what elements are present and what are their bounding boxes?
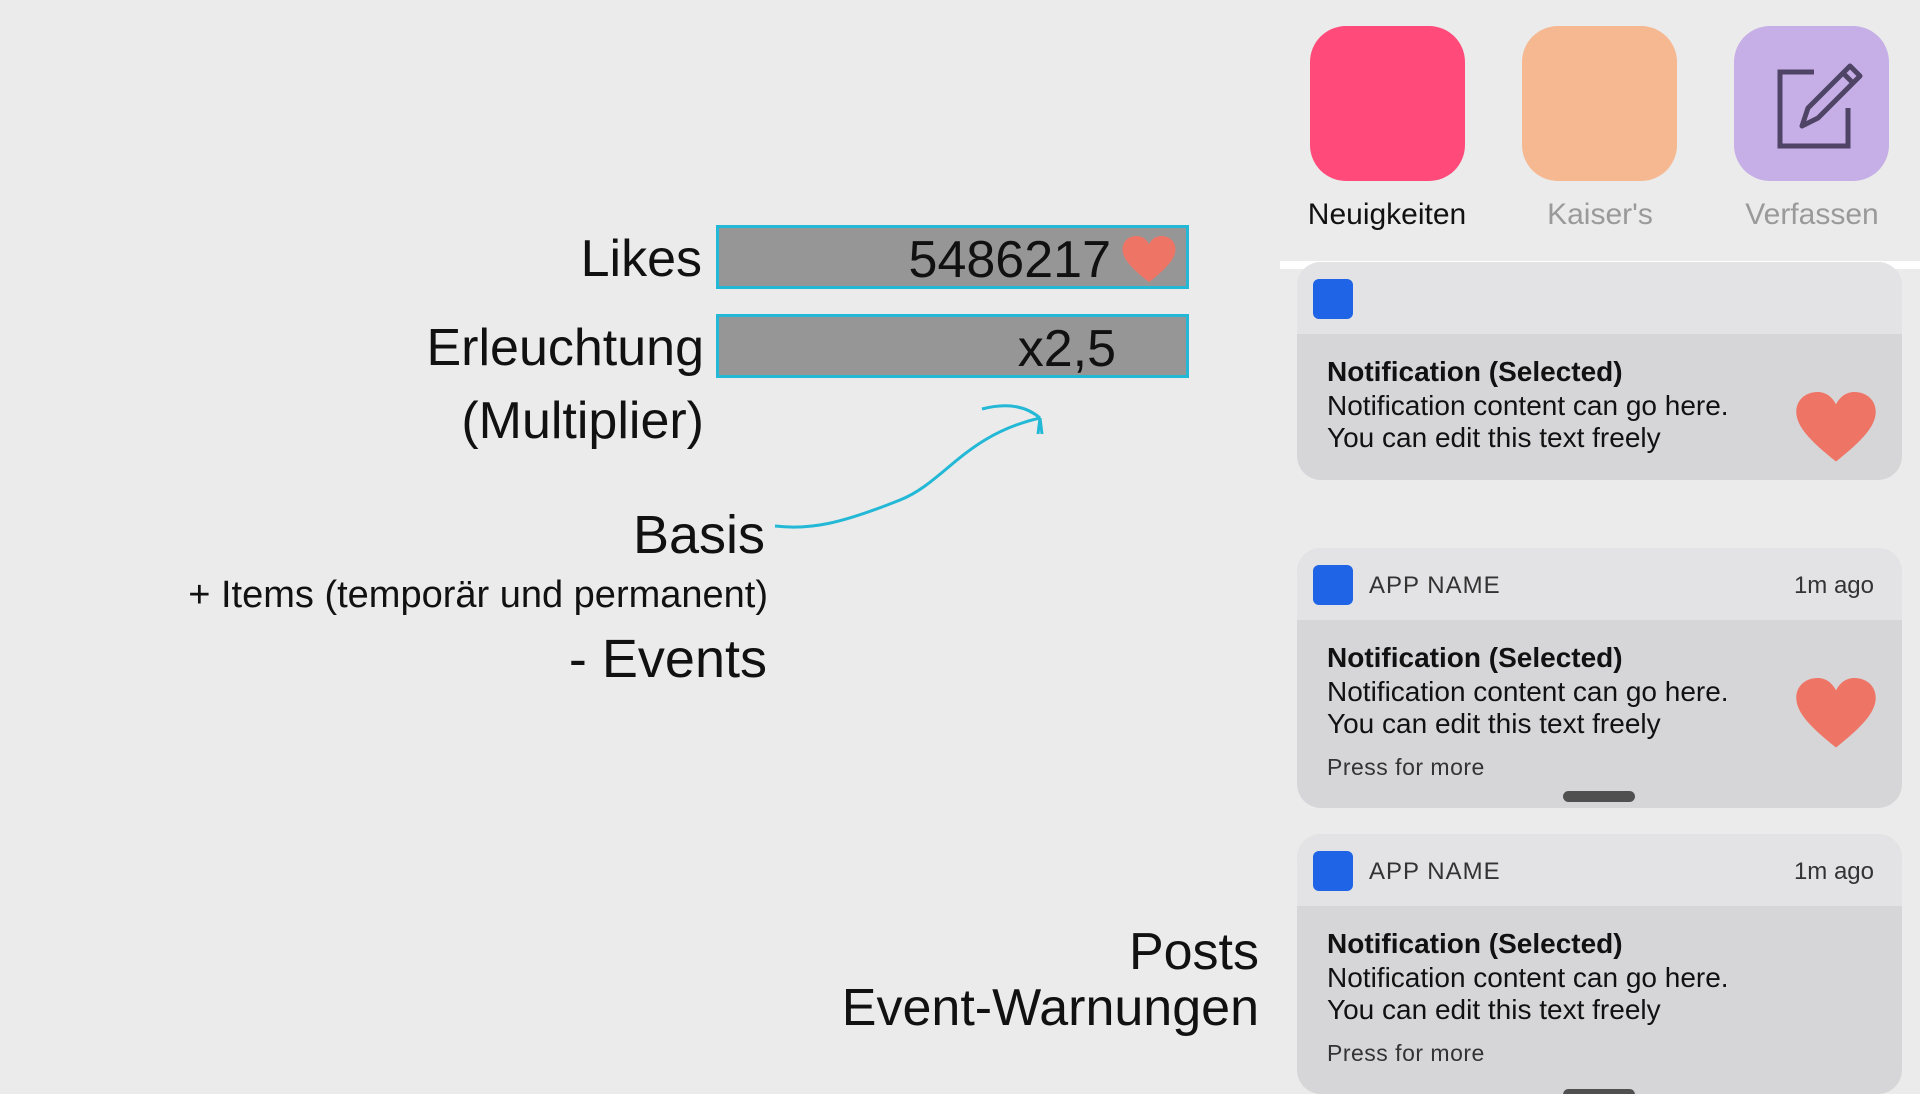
notification-card-3[interactable]: APP NAME 1m ago Notification (Selected) … — [1297, 834, 1902, 1094]
basis-items: + Items (temporär und permanent) — [188, 574, 768, 616]
notification-line-2: You can edit this text freely — [1327, 422, 1661, 453]
notification-line-1: Notification content can go here. — [1327, 962, 1729, 993]
notification-title: Notification (Selected) — [1327, 356, 1623, 387]
press-for-more[interactable]: Press for more — [1327, 754, 1485, 780]
notification-card-2[interactable]: APP NAME 1m ago Notification (Selected) … — [1297, 548, 1902, 808]
posts-label: Posts — [1128, 923, 1259, 981]
notification-title: Notification (Selected) — [1327, 642, 1623, 673]
notification-body: Notification (Selected) Notification con… — [1297, 334, 1902, 462]
notification-time: 1m ago — [1793, 858, 1874, 885]
app-label-verfassen[interactable]: Verfassen — [1745, 198, 1879, 231]
app-icon — [1313, 851, 1353, 891]
multiplier-label: Erleuchtung — [426, 319, 704, 377]
heart-icon[interactable] — [1796, 678, 1876, 750]
notification-time: 1m ago — [1793, 572, 1874, 599]
multiplier-sublabel: (Multiplier) — [461, 392, 704, 450]
grab-handle[interactable] — [1563, 791, 1635, 802]
multiplier-value: x2,5 — [1017, 320, 1116, 378]
press-for-more[interactable]: Press for more — [1327, 1040, 1485, 1066]
app-name: APP NAME — [1369, 858, 1501, 885]
notification-title: Notification (Selected) — [1327, 928, 1623, 959]
app-tile-kaisers[interactable] — [1522, 26, 1677, 181]
likes-label: Likes — [580, 230, 702, 288]
grab-handle[interactable] — [1563, 1089, 1635, 1094]
compose-icon — [1777, 63, 1863, 149]
app-label-kaisers[interactable]: Kaiser's — [1547, 198, 1653, 231]
heart-icon — [1122, 236, 1176, 283]
notification-card-1[interactable]: Notification (Selected) Notification con… — [1297, 262, 1902, 480]
app-tile-verfassen[interactable] — [1734, 26, 1889, 181]
event-warnings-label: Event-Warnungen — [841, 979, 1259, 1037]
notification-header: APP NAME 1m ago — [1297, 834, 1902, 906]
likes-value: 5486217 — [908, 231, 1111, 289]
notification-body: Notification (Selected) Notification con… — [1297, 620, 1902, 781]
notification-line-1: Notification content can go here. — [1327, 390, 1729, 421]
notification-header: APP NAME 1m ago — [1297, 548, 1902, 620]
notification-header — [1297, 262, 1902, 334]
heart-icon[interactable] — [1796, 392, 1876, 464]
app-name: APP NAME — [1369, 572, 1501, 599]
multiplier-box: x2,5 — [716, 314, 1189, 378]
app-tile-neuigkeiten[interactable] — [1310, 26, 1465, 181]
likes-box: 5486217 — [716, 225, 1189, 289]
notification-line-2: You can edit this text freely — [1327, 708, 1661, 739]
app-icon — [1313, 565, 1353, 605]
arrow-connector — [774, 404, 1044, 529]
app-icon — [1313, 279, 1353, 319]
notification-line-2: You can edit this text freely — [1327, 994, 1661, 1025]
notification-body: Notification (Selected) Notification con… — [1297, 906, 1902, 1067]
app-label-neuigkeiten[interactable]: Neuigkeiten — [1307, 198, 1467, 231]
basis-title: Basis — [632, 505, 765, 565]
notification-line-1: Notification content can go here. — [1327, 676, 1729, 707]
basis-events: - Events — [568, 629, 767, 689]
